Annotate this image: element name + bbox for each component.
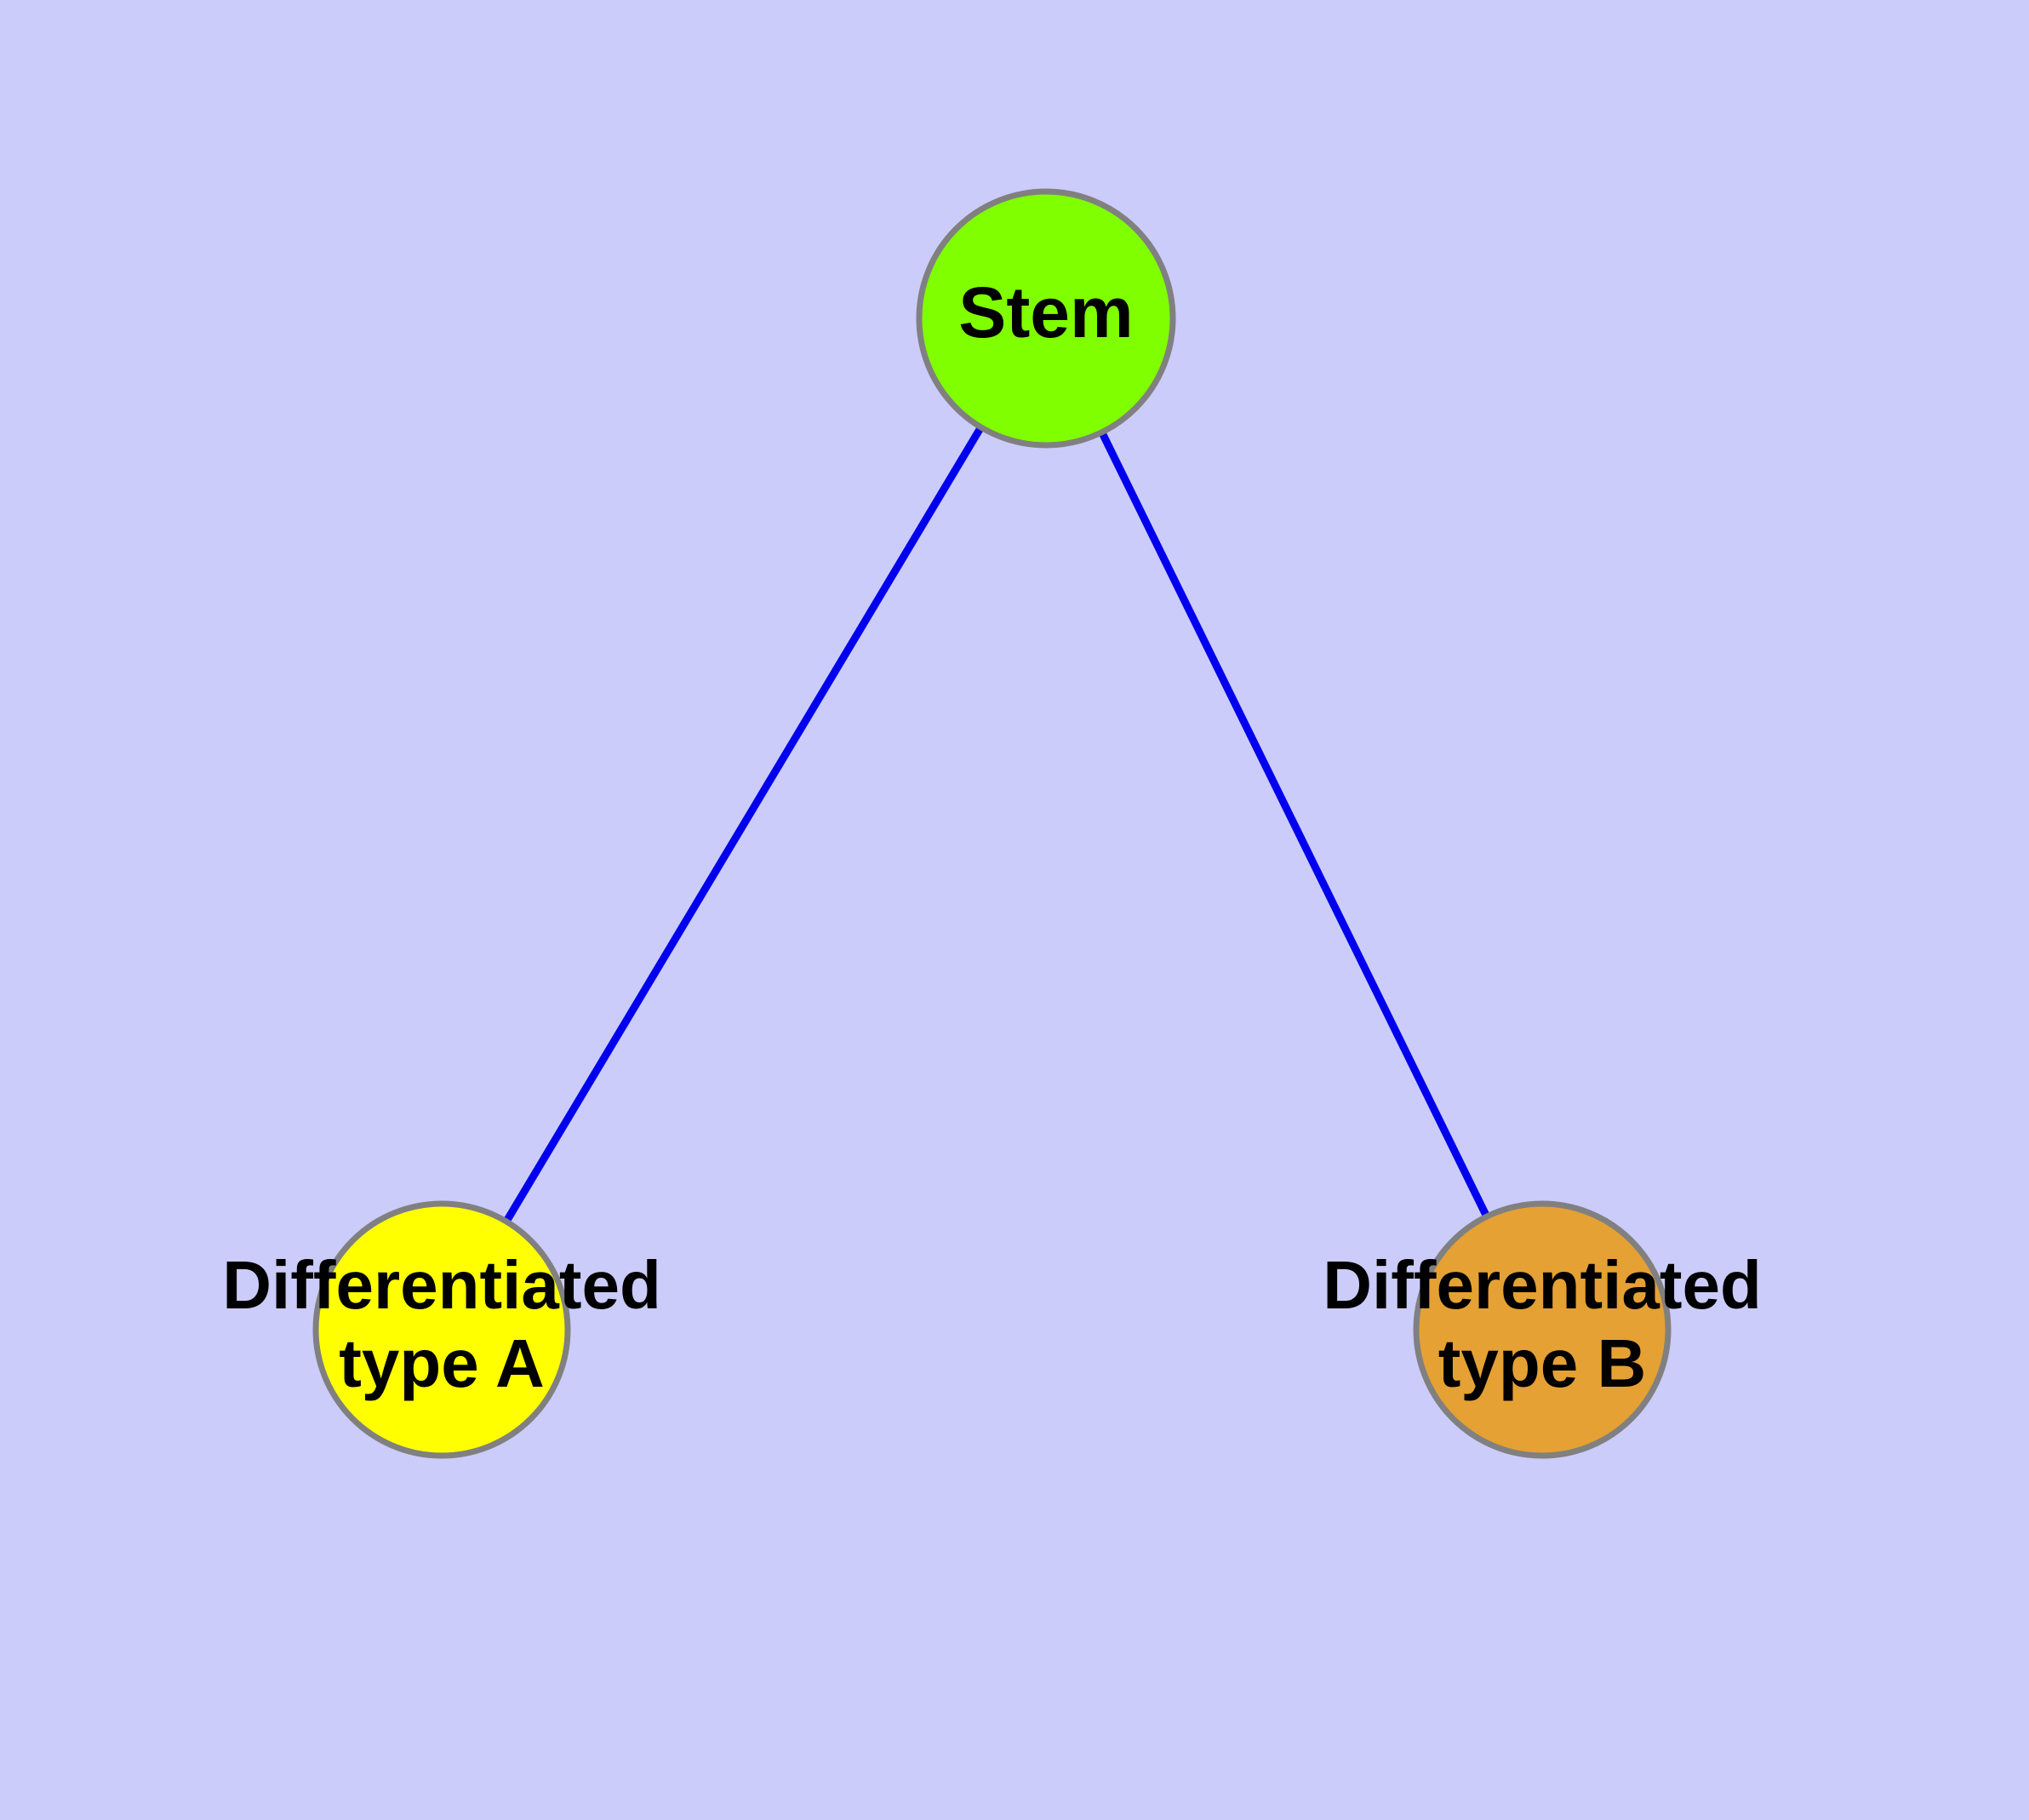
node-circle-stem[interactable] xyxy=(916,188,1176,449)
node-stem[interactable]: Stem xyxy=(916,188,1176,449)
edge-stem-to-diff_b[interactable] xyxy=(1042,317,1546,1331)
edge-stem-to-diff_a[interactable] xyxy=(438,316,1049,1332)
node-label-line: Stem xyxy=(958,272,1133,352)
edge-layer xyxy=(438,316,1546,1332)
node-label-line: type B xyxy=(1438,1325,1647,1401)
node-label-line: Differentiated xyxy=(222,1247,661,1323)
node-circle-diff_a[interactable] xyxy=(312,1200,571,1459)
node-label-line: Differentiated xyxy=(1323,1247,1762,1323)
node-label-line: type A xyxy=(339,1325,545,1401)
node-label-stem: Stem xyxy=(958,272,1133,352)
node-circle-diff_b[interactable] xyxy=(1413,1200,1672,1459)
